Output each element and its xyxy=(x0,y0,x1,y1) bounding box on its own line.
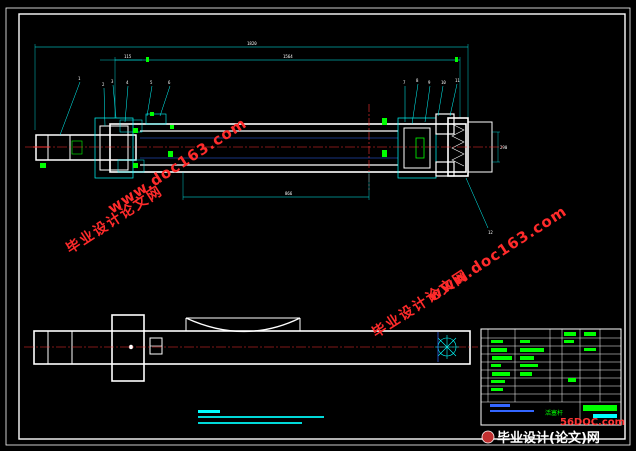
watermark-site-name: 毕业设计论文网 xyxy=(63,182,166,257)
leader-lines xyxy=(59,81,489,229)
balloon-label: 8 xyxy=(416,78,419,83)
title-block: 活塞杆 xyxy=(480,328,622,426)
balloon-label: 7 xyxy=(403,80,406,85)
outer-sheet-frame xyxy=(5,7,631,446)
rod-groove-arc xyxy=(185,317,301,333)
dimension-right-height: 290 xyxy=(500,145,508,150)
balloon-label: 10 xyxy=(441,80,446,85)
front-gland xyxy=(94,117,134,179)
site-logo: 56DOC.com 毕业设计(论文)网 xyxy=(481,417,625,446)
rod-end-detail xyxy=(435,335,459,359)
title-block-part-name: 活塞杆 xyxy=(545,409,563,417)
balloon-label: 3 xyxy=(111,79,114,84)
dimension-overall-length: 1820 xyxy=(247,41,257,46)
site-logo-main-text: 毕业设计(论文)网 xyxy=(497,430,600,446)
piston-rod xyxy=(35,134,137,161)
technical-notes xyxy=(198,410,324,424)
dimension-inner-length: 1564 xyxy=(283,54,293,59)
balloon-label: 9 xyxy=(428,80,431,85)
watermark-site-name: 毕业设计论文网 xyxy=(369,266,472,341)
cylinder-barrel xyxy=(109,123,467,173)
balloon-label: 1 xyxy=(78,76,81,81)
dimension-left-offset: 115 xyxy=(124,54,132,59)
parts-list-table xyxy=(480,328,622,426)
balloon-label: 6 xyxy=(168,80,171,85)
balloon-label: 11 xyxy=(455,78,460,83)
watermark-url: www.doc163.com xyxy=(104,114,250,217)
balloon-label: 12 xyxy=(488,230,493,235)
balloon-label: 2 xyxy=(102,82,105,87)
port-fitting xyxy=(145,113,167,125)
balloon-label: 5 xyxy=(150,80,153,85)
rear-head xyxy=(397,117,437,179)
inner-drawing-frame xyxy=(18,13,626,440)
site-logo-top-text: 56DOC.com xyxy=(560,417,625,428)
balloon-labels: 1 2 3 4 5 6 7 8 9 10 11 12 xyxy=(78,76,493,235)
assembly-view: 1820 1564 115 xyxy=(25,41,508,235)
part-view xyxy=(24,314,478,382)
balloon-label: 4 xyxy=(126,80,129,85)
site-logo-emblem xyxy=(481,430,495,444)
rod-collar xyxy=(111,314,145,382)
watermark-group: www.doc163.com 毕业设计论文网 www.doc163.com 毕业… xyxy=(63,114,570,341)
rod-body xyxy=(33,330,471,365)
dimension-bottom-span: 866 xyxy=(285,191,293,196)
